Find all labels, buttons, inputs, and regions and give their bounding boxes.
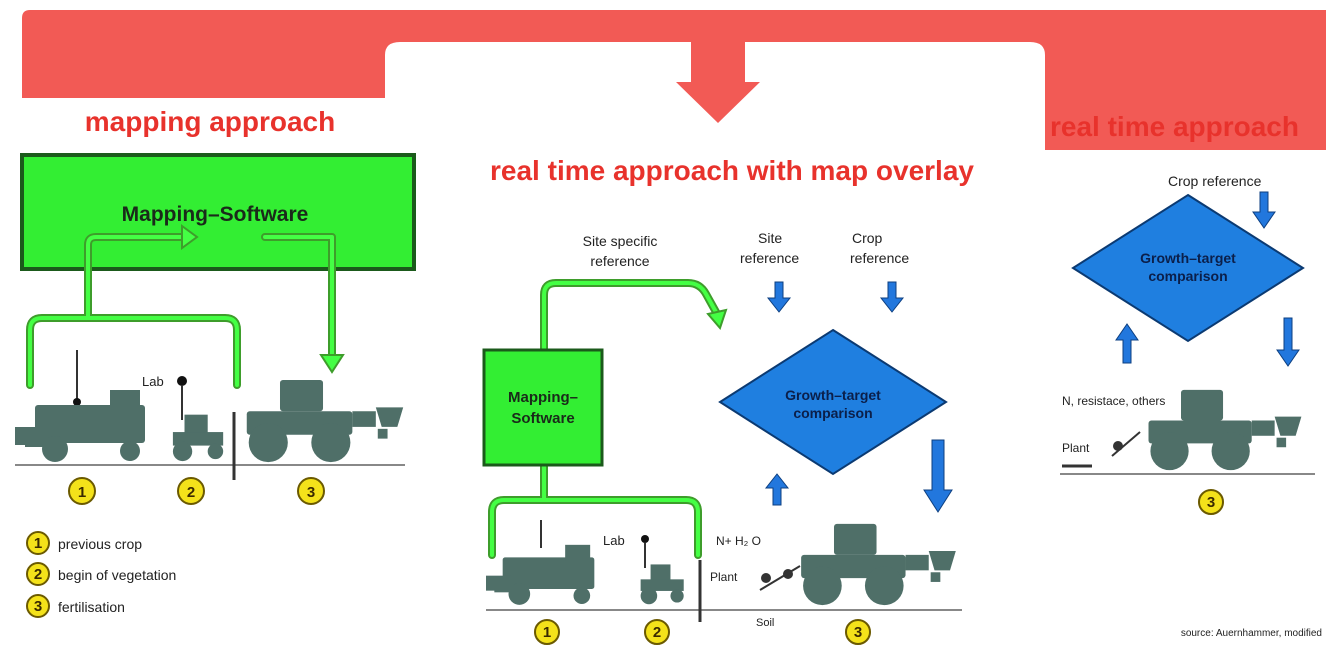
mapping-software-label: Mapping–Software bbox=[122, 203, 309, 226]
realtime-diamond-line2: comparison bbox=[1148, 268, 1227, 284]
realtime-badge bbox=[1198, 489, 1224, 515]
arrowhead-to-tractor bbox=[319, 354, 345, 374]
fertiliser-tractor-icon bbox=[246, 379, 404, 463]
svg-text:2: 2 bbox=[34, 566, 42, 583]
lab-marker bbox=[177, 376, 187, 386]
svg-text:3: 3 bbox=[307, 484, 315, 501]
mapping-title-backdrop bbox=[22, 98, 385, 140]
sensor-label: N+ H₂ O bbox=[716, 534, 761, 548]
overlay-diamond-line1: Growth–target bbox=[785, 387, 881, 403]
realtime-up-arrow bbox=[1115, 323, 1139, 364]
overlay-approach-title: real time approach with map overlay bbox=[490, 155, 974, 186]
crop-reference-line1: Crop bbox=[852, 230, 883, 246]
overlay-lab-marker bbox=[641, 535, 649, 543]
mapping-badges: 1 2 3 bbox=[68, 477, 325, 505]
realtime-crop-ref-arrow bbox=[1252, 191, 1276, 229]
realtime-fertiliser-tractor-icon bbox=[1148, 389, 1302, 471]
realtime-approach-title: real time approach bbox=[1050, 111, 1299, 142]
overlay-small-tractor-icon bbox=[640, 564, 684, 605]
site-reference-line1: Site bbox=[758, 230, 782, 246]
overlay-feedback-arrow-fill bbox=[490, 281, 718, 557]
sample-point-1 bbox=[73, 398, 81, 406]
overlay-combine-harvester-icon bbox=[486, 544, 595, 605]
overlay-lab-label: Lab bbox=[603, 533, 625, 548]
svg-text:2: 2 bbox=[653, 624, 661, 641]
svg-text:1: 1 bbox=[543, 624, 551, 641]
overlay-software-label-line2: Software bbox=[511, 410, 574, 427]
realtime-down-arrow bbox=[1276, 317, 1300, 367]
realtime-crop-reference: Crop reference bbox=[1168, 173, 1262, 189]
overlay-sensor-icon bbox=[759, 565, 801, 591]
mapping-lab-label: Lab bbox=[142, 374, 164, 389]
realtime-sensor-label: N, resistace, others bbox=[1062, 394, 1165, 408]
svg-text:3: 3 bbox=[1207, 494, 1215, 511]
site-specific-reference-line2: reference bbox=[590, 253, 649, 269]
overlay-diamond-line2: comparison bbox=[793, 405, 872, 421]
mapping-approach-title: mapping approach bbox=[85, 106, 335, 137]
mapping-feedback-arrow-fill bbox=[28, 235, 334, 387]
overlay-growth-target-diamond bbox=[718, 328, 948, 476]
source-note: source: Auernhammer, modified bbox=[1181, 628, 1322, 639]
site-reference-line2: reference bbox=[740, 250, 799, 266]
mapping-legend: 1 previous crop 2 begin of vegetation 3 … bbox=[26, 531, 176, 618]
svg-text:3: 3 bbox=[854, 624, 862, 641]
overlay-soil-label: Soil bbox=[756, 617, 774, 629]
small-tractor-icon bbox=[172, 414, 224, 462]
realtime-growth-target-diamond bbox=[1071, 193, 1305, 343]
site-specific-reference-line1: Site specific bbox=[583, 233, 658, 249]
realtime-diamond-line1: Growth–target bbox=[1140, 250, 1236, 266]
overlay-software-label-line1: Mapping– bbox=[508, 389, 578, 406]
arrowhead-to-diamond bbox=[706, 308, 728, 330]
overlay-software-box bbox=[482, 348, 604, 467]
legend-previous-crop: previous crop bbox=[58, 536, 142, 552]
realtime-sensor-icon bbox=[1111, 431, 1141, 457]
svg-text:1: 1 bbox=[34, 535, 42, 552]
legend-fertilisation: fertilisation bbox=[58, 599, 125, 615]
arrowhead-to-software bbox=[181, 224, 199, 250]
svg-text:3: 3 bbox=[34, 598, 42, 615]
legend-begin-of-vegetation: begin of vegetation bbox=[58, 567, 176, 583]
overlay-fertiliser-tractor-icon bbox=[801, 523, 956, 606]
overlay-plant-label: Plant bbox=[710, 570, 738, 584]
crop-reference-line2: reference bbox=[850, 250, 909, 266]
realtime-plant-label: Plant bbox=[1062, 441, 1090, 455]
svg-text:1: 1 bbox=[78, 484, 86, 501]
overlay-badges: 1 2 3 bbox=[534, 619, 871, 645]
overlay-reference-arrows bbox=[764, 281, 953, 513]
svg-text:2: 2 bbox=[187, 484, 195, 501]
